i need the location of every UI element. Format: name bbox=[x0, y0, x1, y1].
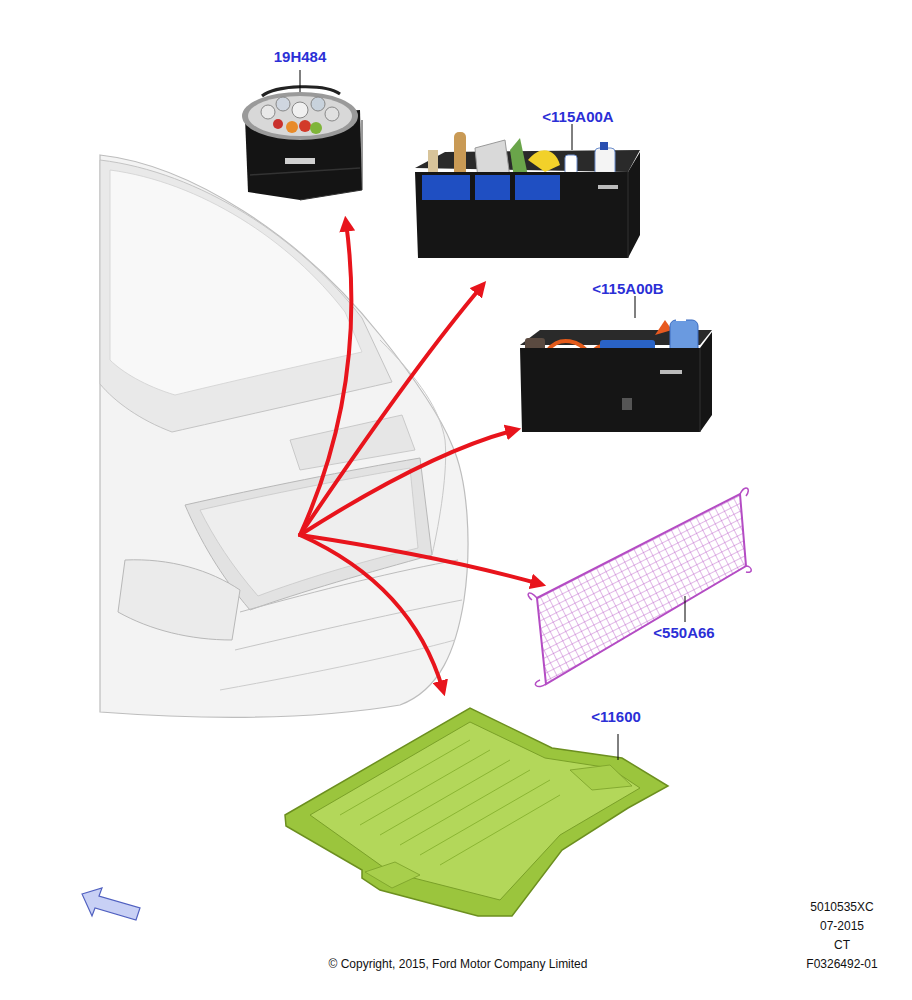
part-number: 19H484 bbox=[274, 48, 327, 65]
drawing-number-holder: F0326492-01 bbox=[806, 957, 877, 971]
part-number: <11600 bbox=[591, 708, 641, 725]
cargo-net bbox=[528, 488, 751, 686]
drawing-reference: 5010535XC bbox=[810, 900, 873, 914]
part-number-holder: <550A66 bbox=[653, 624, 714, 641]
copyright-note: © Copyright, 2015, Ford Motor Company Li… bbox=[329, 957, 588, 971]
part-number-holder: <115A00A bbox=[542, 108, 613, 125]
cargo-organizer-small bbox=[520, 296, 712, 432]
vehicle-outline bbox=[100, 155, 468, 717]
drawing-date-holder: 07-2015 bbox=[820, 919, 864, 933]
cargo-tray bbox=[285, 708, 668, 916]
part-number: <115A00B bbox=[592, 280, 663, 297]
drawing-number: F0326492-01 bbox=[806, 957, 877, 971]
copyright-note-holder: © Copyright, 2015, Ford Motor Company Li… bbox=[329, 957, 588, 971]
view-direction-arrow bbox=[82, 888, 140, 920]
drawing-code: CT bbox=[834, 938, 850, 952]
accessory-arrows bbox=[300, 222, 540, 690]
drawing-date: 07-2015 bbox=[820, 919, 864, 933]
cooler-bag bbox=[242, 70, 362, 200]
part-number-holder: <11600 bbox=[591, 708, 641, 725]
drawing-reference-holder: 5010535XC bbox=[810, 900, 873, 914]
drawing-code-holder: CT bbox=[834, 938, 850, 952]
part-number: <115A00A bbox=[542, 108, 613, 125]
part-number-holder: <115A00B bbox=[592, 280, 663, 297]
part-number-holder: 19H484 bbox=[274, 48, 327, 65]
cargo-organizer-large bbox=[415, 124, 640, 258]
part-number: <550A66 bbox=[653, 624, 714, 641]
